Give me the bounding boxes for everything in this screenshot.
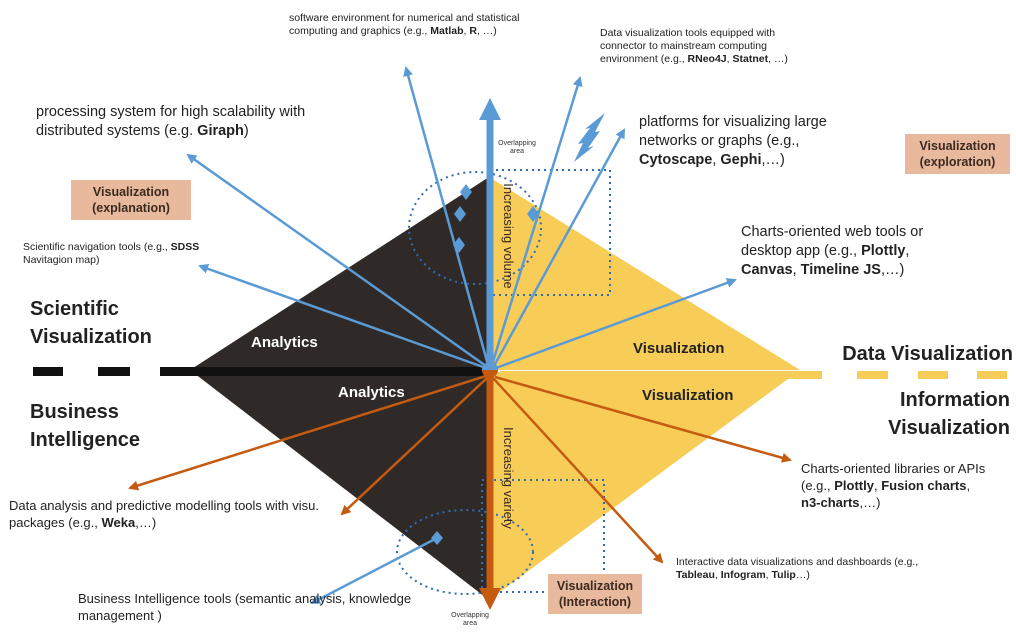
overlap-rect-bottom bbox=[481, 479, 605, 593]
box-visualization-interaction: Visualization (Interaction) bbox=[548, 574, 642, 614]
axis-dash-right bbox=[500, 371, 1007, 379]
center-node-top bbox=[482, 362, 498, 370]
tool-name: Weka bbox=[101, 515, 136, 530]
arrow-software-env bbox=[403, 66, 490, 366]
arrow-sci-nav bbox=[198, 263, 487, 370]
axis-volume-arrowhead bbox=[479, 98, 501, 120]
tool-name: Matlab bbox=[430, 25, 464, 37]
tool-name: SDSS bbox=[170, 241, 200, 253]
quadrant-label-visualization-bottom: Visualization bbox=[642, 387, 734, 404]
overlap-label-bottom: Overlapping area bbox=[451, 612, 489, 627]
arrow-charts-web bbox=[495, 278, 737, 370]
annotation-data-analysis: Data analysis and predictive modelling t… bbox=[9, 498, 319, 530]
tool-name: R bbox=[469, 25, 477, 37]
quadrant-scientific bbox=[190, 177, 489, 370]
annotation-interactive-dash: Interactive data visualizations and dash… bbox=[676, 556, 919, 581]
tool-name: Tableau bbox=[676, 569, 715, 581]
annotation-dataviz-connector: Data visualization tools equipped with c… bbox=[600, 27, 788, 65]
quadrant-business bbox=[190, 370, 489, 600]
annotation-processing-system: processing system for high scalability w… bbox=[36, 104, 306, 139]
quadrant-info-vis bbox=[489, 370, 800, 600]
tool-name: n3-charts bbox=[801, 495, 860, 510]
arrow-processing-system bbox=[186, 153, 487, 368]
tool-name: Timeline JS bbox=[800, 262, 881, 278]
box-visualization-explanation: Visualization (explanation) bbox=[71, 180, 191, 220]
heading-scientific-visualization: Scientific Visualization bbox=[30, 298, 152, 348]
tool-name: Fusion charts bbox=[881, 478, 967, 493]
tool-name: Infogram bbox=[720, 569, 766, 581]
arrow-network-platforms bbox=[492, 128, 626, 367]
annotation-sci-nav: Scientific navigation tools (e.g., SDSS … bbox=[23, 241, 200, 266]
overlap-ellipse-bottom bbox=[396, 509, 534, 595]
arrow-bi-tools bbox=[310, 536, 438, 605]
arrow-charts-libs bbox=[494, 375, 792, 463]
quadrant-label-analytics-bottom: Analytics bbox=[338, 384, 405, 401]
heading-information-visualization: Information Visualization bbox=[888, 389, 1010, 439]
annotation-network-platforms: platforms for visualizing large networks… bbox=[639, 114, 827, 168]
arrow-dataviz-connector bbox=[490, 76, 583, 366]
tool-name: Giraph bbox=[197, 123, 244, 139]
tool-name: Cytoscape bbox=[639, 152, 713, 168]
tool-name: Gephi bbox=[720, 152, 762, 168]
annotation-charts-libs: Charts-oriented libraries or APIs (e.g.,… bbox=[801, 461, 986, 510]
arrow-data-analysis bbox=[340, 377, 488, 516]
quadrant-label-analytics-top: Analytics bbox=[251, 334, 318, 351]
arrow-left-orange bbox=[128, 374, 487, 491]
tool-name: Plottly bbox=[861, 243, 906, 259]
annotation-charts-web: Charts-oriented web tools or desktop app… bbox=[741, 224, 924, 278]
quadrant-data-vis bbox=[489, 177, 800, 370]
annotation-software-env: software environment for numerical and s… bbox=[289, 12, 520, 37]
heading-data-visualization: Data Visualization bbox=[842, 343, 1013, 365]
annotation-bi-tools: Business Intelligence tools (semantic an… bbox=[78, 591, 412, 623]
tool-name: Plottly bbox=[834, 478, 874, 493]
axis-dash-left bbox=[33, 367, 488, 376]
heading-business-intelligence: Business Intelligence bbox=[30, 401, 141, 451]
axis-volume-label: Increasing volume bbox=[501, 183, 516, 289]
overlap-ellipse-top bbox=[408, 171, 542, 285]
tool-name: RNeo4J bbox=[687, 53, 727, 65]
box-visualization-exploration: Visualization (exploration) bbox=[905, 134, 1010, 174]
tool-name: Canvas bbox=[741, 262, 793, 278]
lightning-icon bbox=[574, 113, 605, 162]
quadrant-label-visualization-top: Visualization bbox=[633, 340, 725, 357]
arrow-interactive-dash bbox=[492, 377, 664, 564]
axis-variety-arrowhead bbox=[479, 588, 501, 610]
overlap-label-top: Overlapping area bbox=[498, 140, 536, 155]
tool-name: Tulip bbox=[771, 569, 796, 581]
tool-name: Statnet bbox=[732, 53, 769, 65]
axis-variety-label: Increasing variety bbox=[501, 427, 516, 529]
